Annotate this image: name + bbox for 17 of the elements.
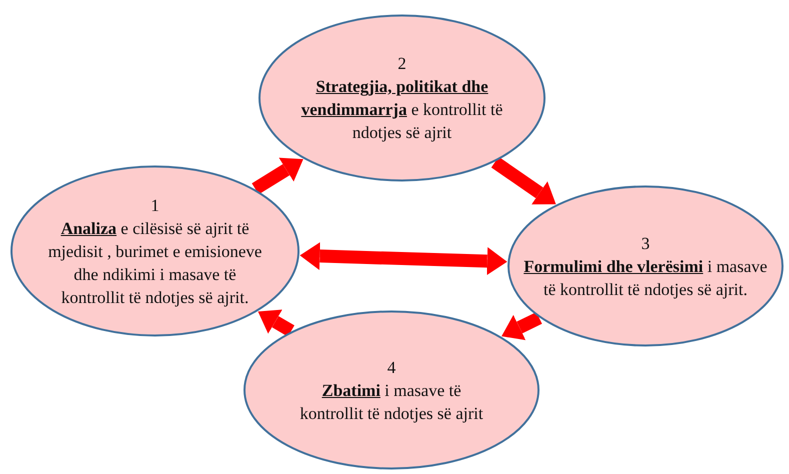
ellipse-node [507, 185, 784, 347]
step-text: Zbatimi i masave të kontrollit të ndotjes së ajrit [298, 380, 484, 424]
step-number: 3 [641, 232, 650, 254]
ellipse-node [10, 165, 300, 337]
step-text: Formulimi dhe vlerësimi i masave të kontrollit të ndotjes së ajrit. [522, 256, 768, 300]
step-number: 1 [150, 194, 160, 216]
arrow [502, 312, 542, 340]
arrow [491, 156, 556, 204]
arrow [258, 310, 294, 337]
step-number: 4 [387, 356, 396, 378]
arrow [252, 158, 304, 194]
step-number: 2 [398, 53, 406, 75]
step-text: Strategjia, politikat dhe vendimmarrja e kontrollit të ndotjes së ajrit [300, 76, 504, 144]
ellipse-node [243, 310, 540, 470]
double-arrow [300, 242, 508, 276]
step-text: Analiza e cilësisë së ajrit të mjedisit , burimet e emisioneve dhe ndikimi i masave të kontrollit të ndotjes së ajrit. [48, 218, 262, 308]
ellipse-node [258, 14, 546, 182]
